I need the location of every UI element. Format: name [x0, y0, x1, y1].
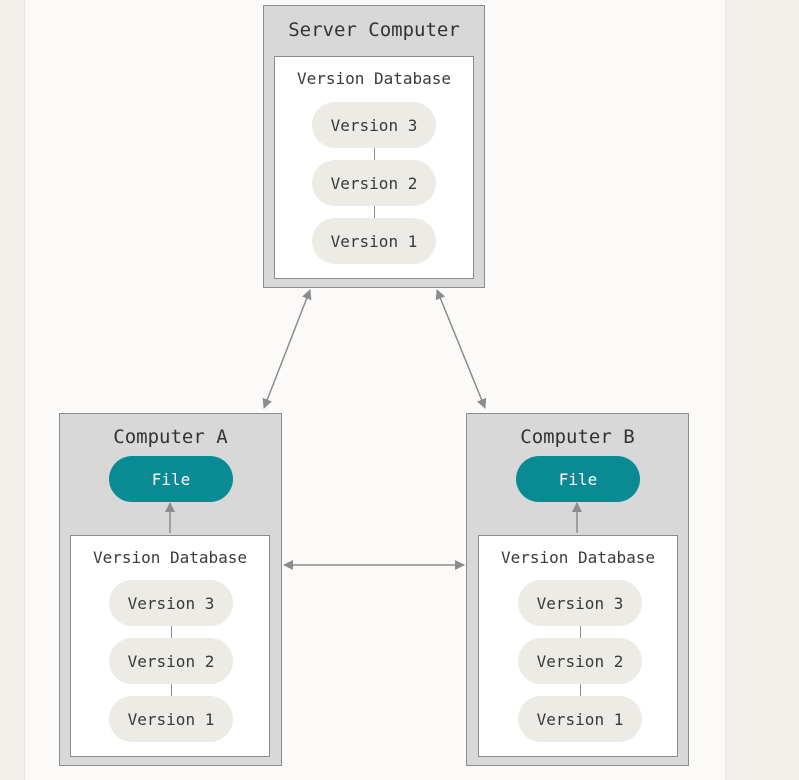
computer-b-version-1: Version 1 — [518, 696, 642, 742]
computer-b-box: Computer B File Version Database Version… — [466, 413, 689, 766]
computer-a-database-title: Version Database — [92, 548, 248, 567]
computer-b-version-database: Version Database Version 3 Version 2 Ver… — [478, 535, 678, 757]
computer-a-version-1: Version 1 — [109, 696, 233, 742]
computer-a-version-database: Version Database Version 3 Version 2 Ver… — [70, 535, 270, 757]
server-computer-box: Server Computer Version Database Version… — [263, 5, 485, 288]
server-version-database: Version Database Version 3 Version 2 Ver… — [274, 56, 474, 279]
computer-a-version-3: Version 3 — [109, 580, 233, 626]
computer-a-title: Computer A — [113, 426, 228, 448]
server-version-2: Version 2 — [312, 160, 436, 206]
computer-b-version-2: Version 2 — [518, 638, 642, 684]
computer-b-connector-2-1 — [580, 684, 581, 696]
computer-b-title: Computer B — [520, 426, 635, 448]
computer-a-file: File — [109, 456, 233, 502]
server-computer-title: Server Computer — [288, 19, 460, 41]
computer-b-file: File — [516, 456, 640, 502]
computer-b-version-3: Version 3 — [518, 580, 642, 626]
server-connector-2-1 — [374, 206, 375, 218]
computer-b-database-title: Version Database — [500, 548, 656, 567]
computer-b-connector-3-2 — [580, 626, 581, 638]
computer-a-connector-3-2 — [171, 626, 172, 638]
computer-a-connector-2-1 — [171, 684, 172, 696]
server-database-title: Version Database — [296, 69, 452, 88]
server-version-3: Version 3 — [312, 102, 436, 148]
server-version-1: Version 1 — [312, 218, 436, 264]
arrow-server-computer-a — [262, 289, 312, 409]
server-connector-3-2 — [374, 148, 375, 160]
arrow-server-computer-b — [435, 289, 487, 409]
computer-a-box: Computer A File Version Database Version… — [59, 413, 282, 766]
computer-a-version-2: Version 2 — [109, 638, 233, 684]
